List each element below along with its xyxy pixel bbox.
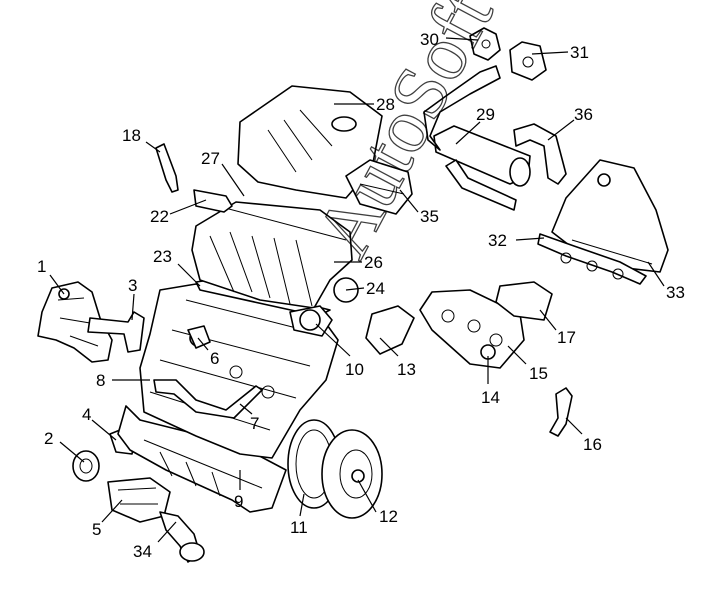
callout-10: 10 xyxy=(315,323,364,379)
callout-number: 27 xyxy=(201,149,220,168)
dipstick-tube-part xyxy=(153,379,263,419)
callout-number: 8 xyxy=(96,371,105,390)
callout-number: 31 xyxy=(570,43,589,62)
callout-number: 29 xyxy=(476,105,495,124)
callout-6: 6 xyxy=(197,337,219,368)
callout-27: 27 xyxy=(201,149,245,197)
glow-plug-part xyxy=(155,143,179,193)
callout-23: 23 xyxy=(153,247,201,287)
callout-number: 2 xyxy=(44,429,53,448)
callout-12: 12 xyxy=(357,479,398,526)
callout-33: 33 xyxy=(647,261,685,302)
callout-29: 29 xyxy=(455,105,495,145)
callout-17: 17 xyxy=(539,309,576,347)
injector-part xyxy=(193,189,233,213)
callout-30: 30 xyxy=(420,30,479,49)
exhaust-manifold-part xyxy=(419,289,525,369)
manifold-gasket-part xyxy=(537,233,647,285)
callout-number: 16 xyxy=(583,435,602,454)
callout-15: 15 xyxy=(507,345,548,383)
callout-number: 24 xyxy=(366,279,385,298)
callout-8: 8 xyxy=(96,371,150,390)
callout-number: 5 xyxy=(92,520,101,539)
callout-number: 28 xyxy=(376,95,395,114)
callout-35: 35 xyxy=(399,189,439,226)
callout-number: 10 xyxy=(345,360,364,379)
callout-number: 7 xyxy=(250,414,259,433)
callout-number: 12 xyxy=(379,507,398,526)
callout-number: 35 xyxy=(420,207,439,226)
callout-number: 6 xyxy=(210,349,219,368)
callout-number: 18 xyxy=(122,126,141,145)
callout-26: 26 xyxy=(334,253,383,272)
callout-14: 14 xyxy=(481,356,500,407)
callout-18: 18 xyxy=(122,126,161,153)
callout-number: 14 xyxy=(481,388,500,407)
intake-manifold-part xyxy=(551,159,669,273)
callout-13: 13 xyxy=(379,337,416,379)
callout-number: 23 xyxy=(153,247,172,266)
pipe-elbow-part xyxy=(159,511,205,563)
egr-bracket-part xyxy=(365,305,415,355)
mounting-bracket-part xyxy=(345,159,413,215)
callout-number: 30 xyxy=(420,30,439,49)
callout-number: 15 xyxy=(529,364,548,383)
callout-28: 28 xyxy=(334,95,395,114)
callout-4: 4 xyxy=(82,405,117,441)
callout-1: 1 xyxy=(37,257,65,295)
callout-5: 5 xyxy=(92,499,123,539)
bracket-part xyxy=(187,325,211,349)
callout-number: 1 xyxy=(37,257,46,276)
callout-2: 2 xyxy=(44,429,85,463)
coolant-pipe-part xyxy=(87,311,145,353)
callout-number: 32 xyxy=(488,231,507,250)
engine-mount-part xyxy=(469,27,501,61)
callout-number: 13 xyxy=(397,360,416,379)
callout-number: 4 xyxy=(82,405,91,424)
callout-31: 31 xyxy=(531,43,589,62)
callout-3: 3 xyxy=(128,276,137,321)
callout-number: 22 xyxy=(150,207,169,226)
callout-24: 24 xyxy=(345,279,385,298)
callout-number: 26 xyxy=(364,253,383,272)
callout-22: 22 xyxy=(150,199,207,226)
heat-shield-part xyxy=(495,281,553,321)
callout-number: 34 xyxy=(133,542,152,561)
callout-7: 7 xyxy=(239,403,259,433)
callout-11: 11 xyxy=(290,493,308,537)
egr-cooler-part xyxy=(423,65,531,211)
small-pipe-part xyxy=(549,387,573,437)
callout-32: 32 xyxy=(488,231,545,250)
callout-34: 34 xyxy=(133,521,177,561)
callout-number: 17 xyxy=(557,328,576,347)
callout-16: 16 xyxy=(565,417,602,454)
cylinder-head-part xyxy=(191,201,353,309)
callout-36: 36 xyxy=(547,105,593,141)
egr-pipe-part xyxy=(513,123,567,185)
pressure-plate-part xyxy=(321,429,383,519)
callout-number: 3 xyxy=(128,276,137,295)
callout-number: 36 xyxy=(574,105,593,124)
callout-9: 9 xyxy=(234,470,243,511)
callout-number: 11 xyxy=(290,518,308,537)
callout-number: 33 xyxy=(666,283,685,302)
engine-mount-rear-part xyxy=(509,41,547,81)
callout-number: 9 xyxy=(234,492,243,511)
